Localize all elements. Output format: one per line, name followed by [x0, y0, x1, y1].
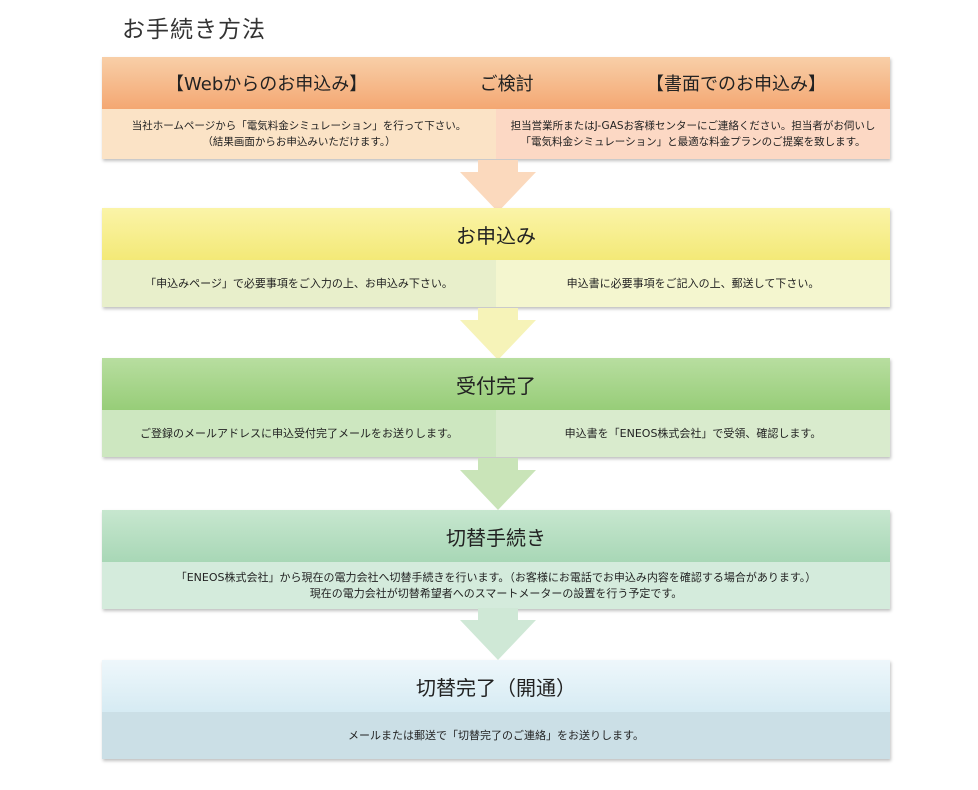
- paper-application-heading: 【書面でのお申込み】: [646, 74, 826, 95]
- step-receipt-paper-text: 申込書を「ENEOS株式会社」で受領、確認します。: [496, 410, 890, 457]
- step-application-paper-text: 申込書に必要事項をご記入の上、郵送して下さい。: [496, 260, 890, 307]
- step-switching-complete-title: 切替完了（開通）: [102, 660, 890, 712]
- step-receipt-complete-body: ご登録のメールアドレスに申込受付完了メールをお送りします。 申込書を「ENEOS…: [102, 410, 890, 457]
- step-switching-procedure-title: 切替手続き: [102, 510, 890, 562]
- step-application-title: お申込み: [102, 208, 890, 260]
- step-consideration: 【Webからのお申込み】 ご検討 【書面でのお申込み】 当社ホームページから「電…: [102, 57, 890, 159]
- step-receipt-complete: 受付完了 ご登録のメールアドレスに申込受付完了メールをお送りします。 申込書を「…: [102, 358, 890, 457]
- arrow-down-icon: [460, 160, 536, 212]
- step-receipt-web-text: ご登録のメールアドレスに申込受付完了メールをお送りします。: [102, 410, 496, 457]
- step-consideration-paper-text: 担当営業所またはJ-GASお客様センターにご連絡ください。担当者がお伺いし「電気…: [496, 109, 890, 159]
- step-switching-procedure-body: 「ENEOS株式会社」から現在の電力会社へ切替手続きを行います。（お客様にお電話…: [102, 562, 890, 609]
- step-switching-procedure-text: 「ENEOS株式会社」から現在の電力会社へ切替手続きを行います。（お客様にお電話…: [175, 570, 817, 600]
- step-switching-complete-text: メールまたは郵送で「切替完了のご連絡」をお送りします。: [348, 728, 644, 742]
- arrow-down-icon: [460, 608, 536, 660]
- web-application-heading: 【Webからのお申込み】: [166, 74, 368, 95]
- step-application-web-text: 「申込みページ」で必要事項をご入力の上、お申込み下さい。: [102, 260, 496, 307]
- arrow-down-icon: [460, 308, 536, 360]
- step-receipt-complete-title: 受付完了: [102, 358, 890, 410]
- step-switching-complete: 切替完了（開通） メールまたは郵送で「切替完了のご連絡」をお送りします。: [102, 660, 890, 759]
- step-switching-procedure: 切替手続き 「ENEOS株式会社」から現在の電力会社へ切替手続きを行います。（お…: [102, 510, 890, 609]
- step-consideration-title: ご検討: [479, 74, 534, 95]
- page-title: お手続き方法: [122, 17, 266, 43]
- arrow-down-icon: [460, 458, 536, 510]
- step-consideration-web-text: 当社ホームページから「電気料金シミュレーション」を行って下さい。 （結果画面から…: [102, 109, 496, 159]
- step-application-body: 「申込みページ」で必要事項をご入力の上、お申込み下さい。 申込書に必要事項をご記…: [102, 260, 890, 307]
- step-consideration-header: 【Webからのお申込み】 ご検討 【書面でのお申込み】: [102, 57, 890, 109]
- step-switching-complete-body: メールまたは郵送で「切替完了のご連絡」をお送りします。: [102, 712, 890, 759]
- step-consideration-body: 当社ホームページから「電気料金シミュレーション」を行って下さい。 （結果画面から…: [102, 109, 890, 159]
- step-application: お申込み 「申込みページ」で必要事項をご入力の上、お申込み下さい。 申込書に必要…: [102, 208, 890, 307]
